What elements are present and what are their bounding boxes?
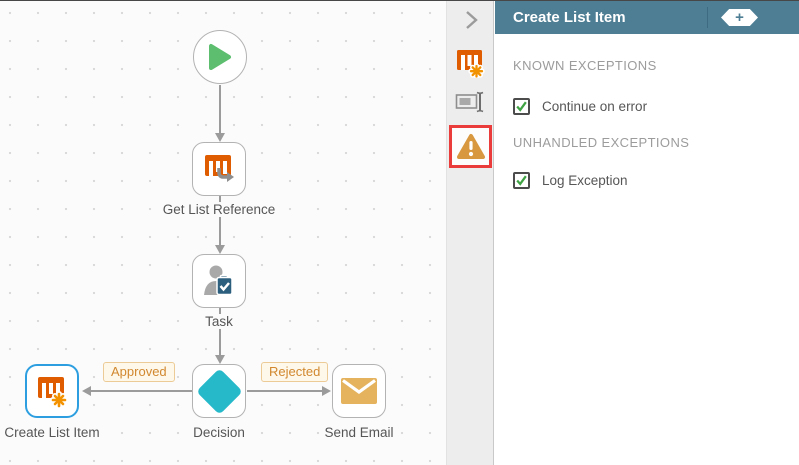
- properties-icon-strip: [446, 1, 494, 465]
- arrowhead-down-icon: [215, 133, 225, 142]
- node-label: Send Email: [322, 425, 396, 440]
- branch-label-rejected[interactable]: Rejected: [261, 362, 329, 382]
- panel-title: Create List Item: [513, 9, 626, 26]
- checkbox-row-log-exception: Log Exception: [513, 172, 628, 189]
- node-label: Create List Item: [2, 425, 102, 440]
- node-label: Decision: [191, 425, 247, 440]
- node-label: Task: [203, 314, 235, 329]
- add-button[interactable]: +: [721, 9, 758, 26]
- branch-label-approved[interactable]: Approved: [103, 362, 175, 382]
- collapse-panel-button[interactable]: [447, 9, 494, 31]
- node-start[interactable]: [193, 30, 247, 84]
- workflow-canvas[interactable]: Get List Reference Task Decision: [0, 1, 446, 465]
- tab-error-handling-highlighted[interactable]: [449, 125, 492, 168]
- play-icon: [209, 44, 231, 70]
- decision-diamond-icon: [195, 367, 243, 415]
- header-divider: [707, 7, 708, 28]
- tab-rename[interactable]: [447, 91, 494, 113]
- node-get-list-reference[interactable]: [192, 142, 246, 196]
- connector-getlist-to-task: [219, 196, 221, 246]
- arrowhead-right-icon: [322, 386, 331, 396]
- arrowhead-left-icon: [82, 386, 91, 396]
- connector-decision-to-createlistitem: [91, 390, 193, 392]
- rename-icon: [455, 91, 484, 113]
- smartobject-arrow-icon: [205, 155, 234, 182]
- arrowhead-down-icon: [215, 245, 225, 254]
- continue-on-error-checkbox[interactable]: [513, 98, 530, 115]
- tab-smartobject-settings[interactable]: [447, 49, 494, 78]
- section-heading-unhandled-exceptions: UNHANDLED EXCEPTIONS: [513, 135, 690, 150]
- connector-task-to-decision: [219, 308, 221, 356]
- connector-decision-to-sendemail: [247, 390, 323, 392]
- node-decision[interactable]: [192, 364, 246, 418]
- connector-start-to-getlist: [219, 85, 221, 134]
- section-heading-known-exceptions: KNOWN EXCEPTIONS: [513, 58, 657, 73]
- checkbox-label: Continue on error: [542, 99, 648, 114]
- node-label: Get List Reference: [160, 202, 278, 217]
- smartobject-create-icon: [38, 377, 68, 408]
- properties-panel: Create List Item + KNOWN EXCEPTIONS Cont…: [495, 1, 799, 465]
- checkbox-label: Log Exception: [542, 173, 628, 188]
- warning-icon: [456, 134, 485, 159]
- plus-icon: +: [735, 9, 744, 26]
- user-task-icon: [204, 265, 233, 296]
- smartobject-create-icon: [457, 50, 485, 78]
- check-icon: [516, 101, 527, 112]
- checkbox-row-continue-on-error: Continue on error: [513, 98, 647, 115]
- arrowhead-down-icon: [215, 355, 225, 364]
- log-exception-checkbox[interactable]: [513, 172, 530, 189]
- check-icon: [516, 175, 527, 186]
- node-create-list-item[interactable]: [25, 364, 79, 418]
- node-task[interactable]: [192, 254, 246, 308]
- node-send-email[interactable]: [332, 364, 386, 418]
- chevron-right-icon: [465, 11, 478, 29]
- envelope-icon: [341, 378, 377, 404]
- panel-header: Create List Item +: [495, 1, 799, 34]
